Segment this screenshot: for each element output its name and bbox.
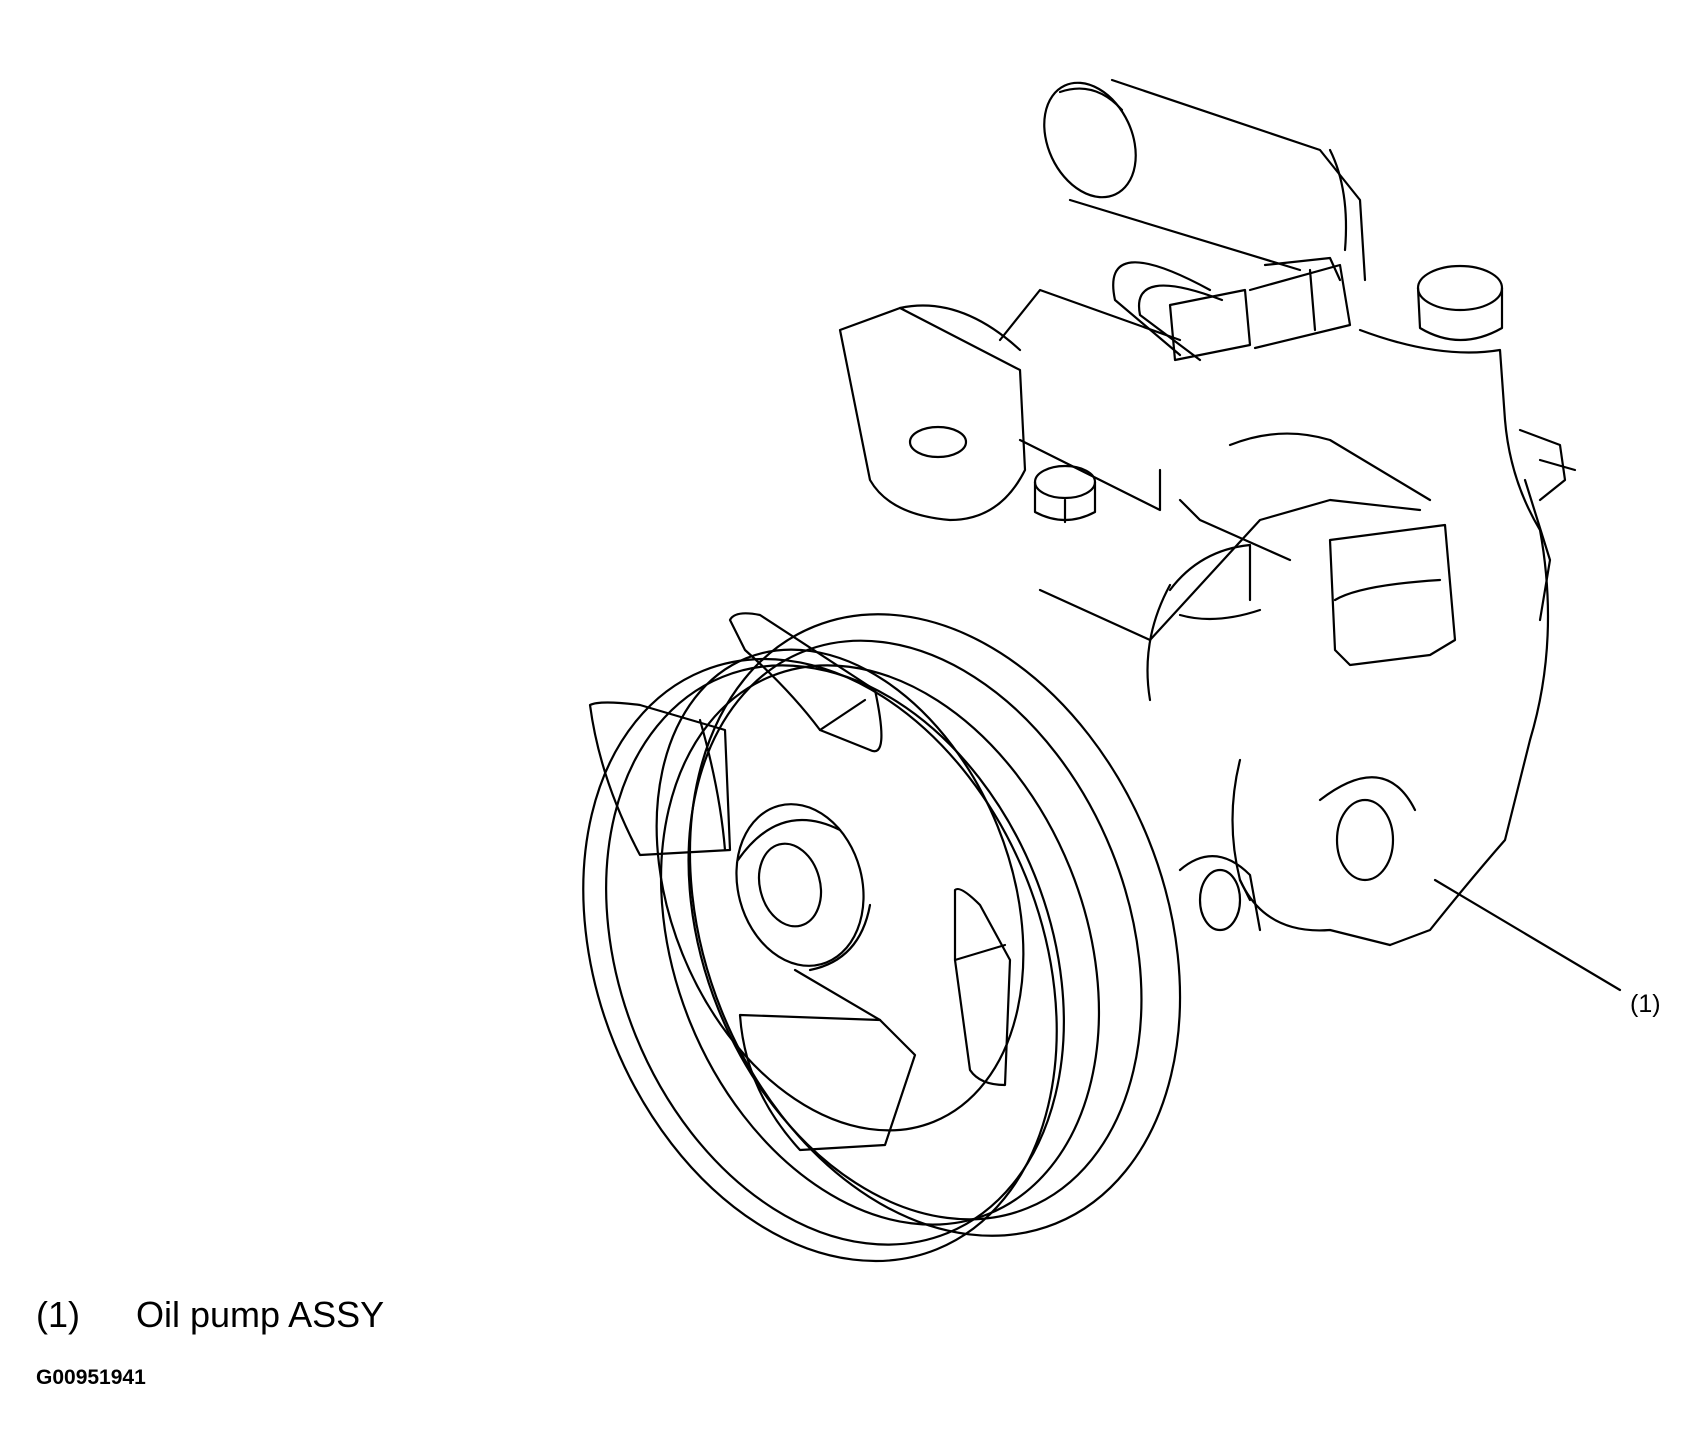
callout-label-1: (1): [1630, 990, 1661, 1018]
legend-marker: (1): [36, 1294, 80, 1335]
bracket-bolt-hole: [908, 425, 968, 459]
legend-label: Oil pump ASSY: [136, 1294, 385, 1335]
inlet-pipe: [1043, 78, 1367, 282]
pressure-switch-connector: [1112, 256, 1352, 362]
pulley-hub: [588, 612, 1012, 1152]
figure-id: G00951941: [36, 1366, 146, 1389]
reservoir-cap: [1416, 264, 1504, 342]
legend-item-1: (1) Oil pump ASSY: [36, 1297, 384, 1333]
pulley: [582, 613, 1182, 1263]
mounting-bracket: [838, 304, 1027, 522]
callout-leader-line: [1433, 878, 1622, 992]
body-bolt: [1033, 464, 1097, 524]
outlet-block: [1168, 523, 1457, 667]
pump-body: [998, 288, 1577, 947]
